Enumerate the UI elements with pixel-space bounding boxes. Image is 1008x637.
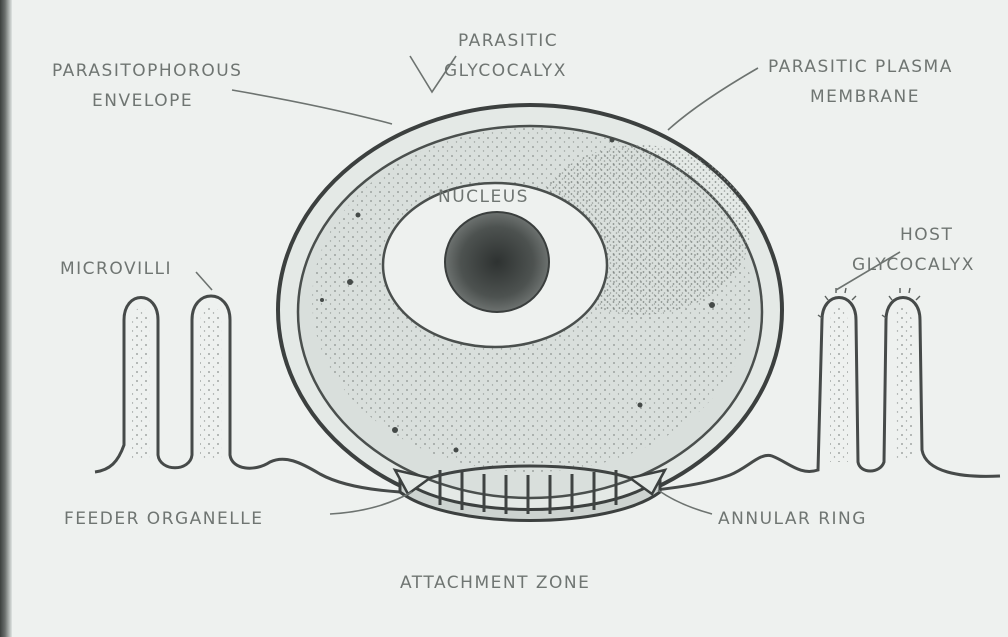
microvillus-core-4 — [894, 308, 912, 458]
label-parasitic-plasma-membrane-1: PARASITIC PLASMA — [768, 57, 953, 77]
label-parasitic-plasma-membrane-2: MEMBRANE — [810, 87, 920, 107]
label-feeder-organelle: FEEDER ORGANELLE — [64, 509, 263, 529]
microvillus-core-3 — [830, 308, 848, 462]
microvillus-core-2 — [200, 306, 222, 460]
label-parasitic-glycocalyx-1: PARASITIC — [458, 31, 558, 51]
label-nucleus: NUCLEUS — [438, 187, 529, 207]
leader-plasma-membrane — [668, 68, 758, 130]
leader-envelope — [232, 90, 392, 124]
label-host-glycocalyx-1: HOST — [900, 225, 953, 245]
leader-annular-ring — [658, 490, 712, 514]
label-parasitophorous-envelope-2: ENVELOPE — [92, 91, 193, 111]
leader-feeder-organelle — [330, 492, 412, 514]
label-attachment-zone: ATTACHMENT ZONE — [400, 573, 590, 593]
label-host-glycocalyx-2: GLYCOCALYX — [852, 255, 975, 275]
label-parasitophorous-envelope-1: PARASITOPHOROUS — [52, 61, 242, 81]
label-parasitic-glycocalyx-2: GLYCOCALYX — [444, 61, 567, 81]
label-annular-ring: ANNULAR RING — [718, 509, 867, 529]
label-microvilli: MICROVILLI — [60, 259, 172, 279]
nucleolus — [445, 212, 549, 312]
microvillus-core-1 — [132, 308, 150, 460]
leader-microvilli — [196, 272, 212, 290]
